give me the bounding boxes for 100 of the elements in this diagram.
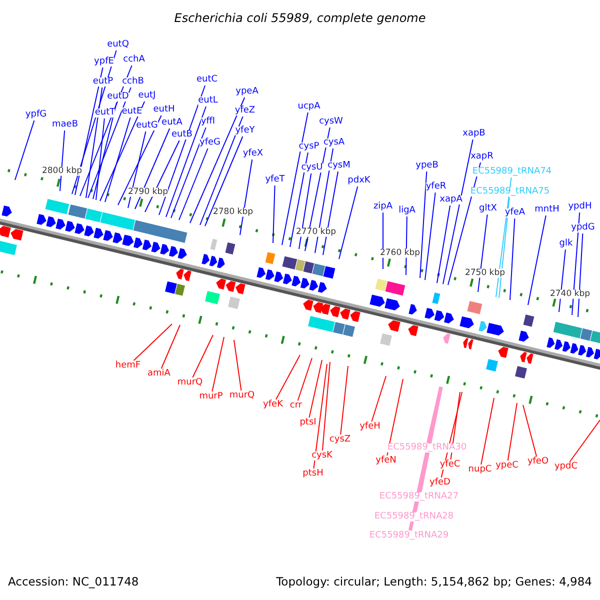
gene-label: ypdH [568,202,592,212]
leader-line [480,398,494,465]
gene-label: murP [199,392,223,402]
gene-label: ligA [398,206,416,216]
gene-label: yfeC [440,460,460,470]
leader-line [272,185,276,244]
gene-label: mntH [534,206,560,214]
gene-label: EC55989_tRNA29 [369,532,449,540]
leader-line [240,159,253,236]
gene-label: cysW [319,118,343,126]
gene-label: ypdC [554,462,578,472]
leader-line [92,102,118,200]
leader-line [14,120,35,180]
scale-label: 2780 kbp [212,208,254,216]
gene-label: nupC [468,466,492,474]
gene-label: EC55989_tRNA28 [374,512,454,522]
gene-label: murQ [229,392,255,400]
leader-line [478,214,488,292]
gene-label: yfeO [527,458,549,466]
title: Escherichia coli 55989, complete genome [174,12,426,24]
gene-label: ypdG [571,224,595,232]
leader-line [507,402,518,461]
leader-line [212,336,224,392]
gene-label: pdxK [348,176,370,186]
leader-line [308,360,322,418]
gene-label: ypfE [94,58,114,66]
leader-line [420,171,428,278]
gene-label: eutA [162,118,182,128]
leader-line [204,136,244,226]
footer-text: Topology: circular; Length: 5,154,862 bp; Genes: 4,984 [276,576,592,588]
gene-label: eutT [94,108,116,118]
scale-label: 2750 kbp [464,268,506,278]
leader-line [96,118,105,200]
leader-line [418,386,443,492]
gene-label: yfeD [430,478,450,488]
scale-label: 2740 kbp [550,290,590,298]
leader-line [88,87,132,198]
footer-text: Accession: NC_011748 [8,576,139,588]
gene-label: yfeY [235,126,255,136]
leader-line [314,148,334,254]
gene-label: yfeZ [234,106,256,116]
leader-line [133,324,172,361]
gene-label: EC55989_tRNA30 [387,444,467,452]
leader-line [313,364,328,469]
leader-line [382,212,384,270]
leader-line [60,130,66,192]
gene-label: gltX [479,204,497,214]
leader-line [436,205,451,284]
gene-label: cysZ [329,436,351,444]
gene-label: ypfG [25,110,47,120]
gene-label: eutH [153,106,175,114]
gene-label: ptsI [300,418,316,428]
leader-line [118,115,162,206]
gene-label: ypeC [496,462,518,470]
leader-line [322,362,330,451]
gene-label: yfeK [263,400,283,410]
gene-label: yffI [200,118,216,126]
leader-line [144,140,180,212]
leader-line [322,171,338,256]
leader-line [74,67,104,196]
leader-line [338,186,358,260]
gene-label: yfeN [376,456,396,466]
gene-label: eutC [196,76,218,84]
gene-label: crr [290,402,302,410]
gene-label: cchA [123,56,145,64]
leader-line [290,152,308,248]
leader-line [72,50,117,194]
gene-label: glk [559,240,573,248]
leader-line [160,324,180,369]
leader-line [408,386,443,531]
leader-line [442,139,474,284]
scale-label: 2800 kbp [42,166,82,176]
leader-line [304,127,330,252]
gene-label: yfeX [242,150,264,158]
gene-label: eutB [172,130,192,140]
gene-label: ypeA [236,88,258,96]
leader-line [134,128,170,210]
leader-line [190,97,246,224]
gene-label: EC55989_tRNA27 [379,492,459,502]
gene-label: yfeA [504,208,526,218]
leader-line [234,340,242,391]
leader-line [86,87,103,198]
gene-label: yfeG [200,138,220,148]
gene-label: cchB [122,78,144,86]
gene-label: EC55989_tRNA74 [472,168,552,176]
leader-line [128,131,146,208]
gene-label: cysK [312,452,332,460]
leader-line [569,420,600,462]
leader-line [522,404,538,457]
gene-label: cysU [301,164,323,172]
gene-label: murQ [177,378,203,388]
leader-line [578,233,584,318]
leader-line [80,65,132,196]
gene-label: hemF [115,362,141,370]
gene-label: eutQ [107,40,129,50]
gene-label: ucpA [298,102,320,112]
leader-line [424,192,436,280]
gene-label: yfeH [360,422,380,432]
gene-label: eutJ [138,92,156,100]
leader-line [528,215,546,306]
